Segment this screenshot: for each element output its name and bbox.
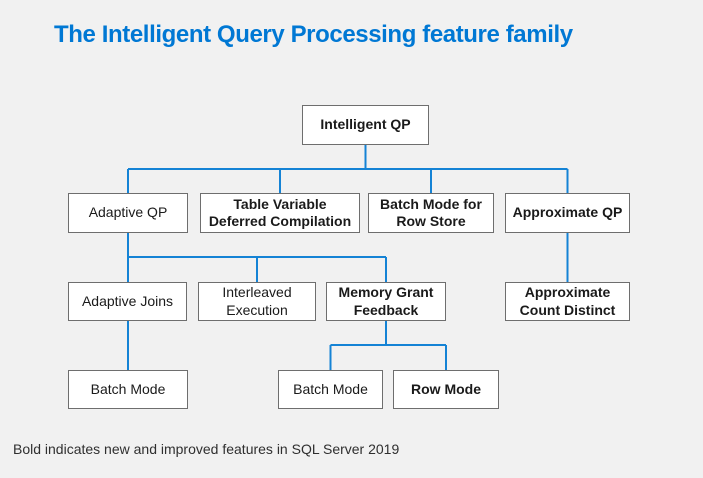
node-batch-mode-adaptive-joins: Batch Mode: [68, 370, 188, 409]
node-table-variable-deferred-compilation: Table Variable Deferred Compilation: [200, 193, 360, 233]
node-adaptive-qp: Adaptive QP: [68, 193, 188, 233]
node-batch-mode-for-row-store: Batch Mode for Row Store: [368, 193, 494, 233]
node-approximate-count-distinct: Approximate Count Distinct: [505, 282, 630, 321]
node-memory-grant-feedback: Memory Grant Feedback: [326, 282, 446, 321]
diagram-title: The Intelligent Query Processing feature…: [54, 21, 573, 48]
node-batch-mode-memory-grant: Batch Mode: [278, 370, 383, 409]
node-approximate-qp: Approximate QP: [505, 193, 630, 233]
node-adaptive-joins: Adaptive Joins: [68, 282, 187, 321]
node-row-mode: Row Mode: [393, 370, 499, 409]
node-intelligent-qp: Intelligent QP: [302, 105, 429, 145]
footnote: Bold indicates new and improved features…: [13, 441, 400, 457]
node-interleaved-execution: Interleaved Execution: [198, 282, 316, 321]
